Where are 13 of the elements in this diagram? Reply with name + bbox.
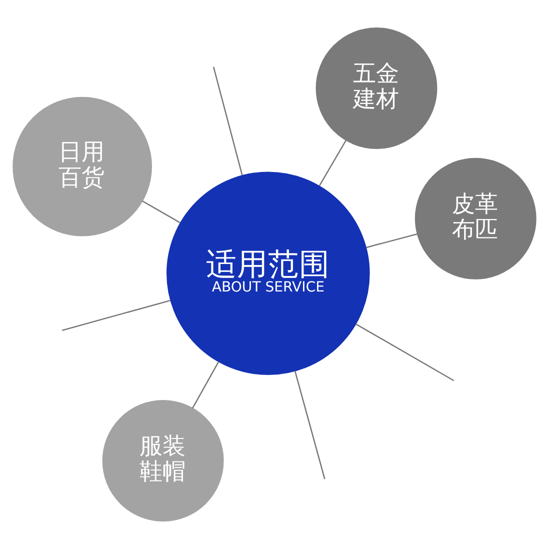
connector — [192, 361, 220, 409]
connector — [318, 140, 347, 186]
node-circle: 日用百货 — [12, 96, 152, 236]
connector — [142, 200, 180, 224]
node-circle: 适用范围 ABOUT SERVICE — [166, 172, 370, 376]
connector — [212, 66, 243, 176]
node-circle: 皮革布匹 — [414, 158, 536, 280]
connector — [62, 300, 170, 331]
connector — [294, 370, 326, 480]
node-circle: 服装鞋帽 — [102, 400, 224, 522]
connector — [356, 323, 454, 382]
node-circle: 五金建材 — [316, 27, 438, 149]
connector — [366, 233, 418, 248]
